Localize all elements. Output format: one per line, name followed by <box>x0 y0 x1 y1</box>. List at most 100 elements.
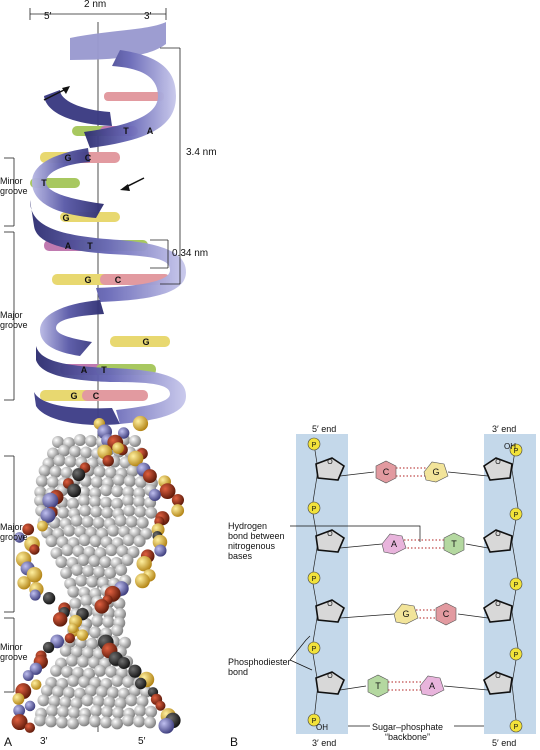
atom <box>69 597 82 610</box>
ring-oxygen-label: O <box>327 673 333 680</box>
atom <box>61 544 74 557</box>
atom <box>22 523 35 536</box>
atom <box>111 717 124 730</box>
atom <box>36 520 48 532</box>
base-letter: C <box>443 609 450 619</box>
atom <box>94 599 109 614</box>
base-letter: T <box>41 178 47 188</box>
atom <box>45 535 58 548</box>
base-letter: G <box>142 337 149 347</box>
atom <box>104 567 117 580</box>
atom <box>90 476 103 489</box>
atom <box>68 706 81 719</box>
base-letter: G <box>70 391 77 401</box>
right-sugar-ring <box>483 671 513 695</box>
atom <box>85 637 98 650</box>
atom <box>81 646 94 659</box>
atom <box>40 684 53 697</box>
atom <box>55 556 68 569</box>
panel-a-letter: A <box>4 735 13 749</box>
atom <box>34 714 47 727</box>
major-groove-label: Major groove <box>0 310 28 330</box>
atom <box>118 636 131 649</box>
minor-groove-label: Minor groove <box>0 176 28 196</box>
atom <box>116 545 129 558</box>
phosphate-label: P <box>312 442 317 449</box>
atom <box>37 694 50 707</box>
atom <box>171 504 185 517</box>
nitrogenous-base <box>381 533 407 555</box>
atom <box>81 694 94 707</box>
phosphate-circle <box>307 437 321 451</box>
atom <box>49 465 62 478</box>
atom <box>102 455 114 467</box>
atom <box>134 573 150 589</box>
atom <box>67 483 82 498</box>
ring-oxygen-label: O <box>327 601 333 608</box>
groove-brackets-upper <box>4 157 15 401</box>
atom <box>142 469 157 484</box>
atom <box>42 492 59 509</box>
atom <box>91 614 104 627</box>
phosphate-circle <box>307 713 321 727</box>
left-sugar-ring <box>315 457 345 481</box>
atom <box>59 696 72 709</box>
width-label: 2 nm <box>84 0 107 10</box>
atom <box>104 466 117 479</box>
phosphate-circle <box>509 719 523 733</box>
atom <box>133 535 146 548</box>
atom <box>52 612 68 627</box>
base-letter: C <box>85 153 92 163</box>
atom <box>88 555 101 568</box>
phosphate-circle <box>307 501 321 515</box>
atom <box>133 487 146 500</box>
atom <box>70 514 83 527</box>
atom <box>92 695 105 708</box>
pitch-label: 3.4 nm <box>186 147 217 158</box>
atom <box>78 675 91 688</box>
base-letter: G <box>402 609 409 619</box>
atom <box>67 623 78 634</box>
phosphodiester-callout <box>289 635 311 661</box>
atom <box>117 656 130 670</box>
atom <box>111 497 124 510</box>
phosphodiester-callout <box>289 659 313 671</box>
width-dimension <box>29 8 167 20</box>
glycosidic-bond <box>339 543 383 549</box>
atom <box>67 717 80 730</box>
atom <box>101 506 114 519</box>
right-hydroxyl-label: OH <box>504 442 516 451</box>
phosphate-circle <box>509 507 523 521</box>
atom <box>50 664 63 677</box>
atom <box>89 535 102 548</box>
phosphate-label: P <box>312 506 317 513</box>
base-letter: A <box>65 241 72 251</box>
atom <box>67 497 80 510</box>
atom <box>42 592 56 605</box>
top-left-end-label: 5′ <box>44 11 52 22</box>
atom <box>81 515 94 528</box>
atom <box>159 483 176 500</box>
atom <box>145 506 158 519</box>
atom <box>90 505 103 518</box>
atom <box>123 475 136 488</box>
atom <box>60 567 73 580</box>
atom <box>46 704 59 717</box>
atom <box>56 716 69 729</box>
phosphate-circle <box>509 577 523 591</box>
atom <box>136 556 152 572</box>
glycosidic-bond <box>339 685 367 691</box>
atom <box>113 607 126 620</box>
left-hydroxyl-label: OH <box>316 723 328 732</box>
atom <box>40 507 56 523</box>
left-sugar-ring <box>315 671 345 695</box>
atom <box>171 493 185 507</box>
atom <box>78 714 91 727</box>
phosphate-label: P <box>312 576 317 583</box>
atom <box>107 524 120 537</box>
atom <box>122 494 135 507</box>
atom <box>134 505 147 518</box>
atom <box>22 670 34 681</box>
rise-bracket <box>150 239 169 269</box>
